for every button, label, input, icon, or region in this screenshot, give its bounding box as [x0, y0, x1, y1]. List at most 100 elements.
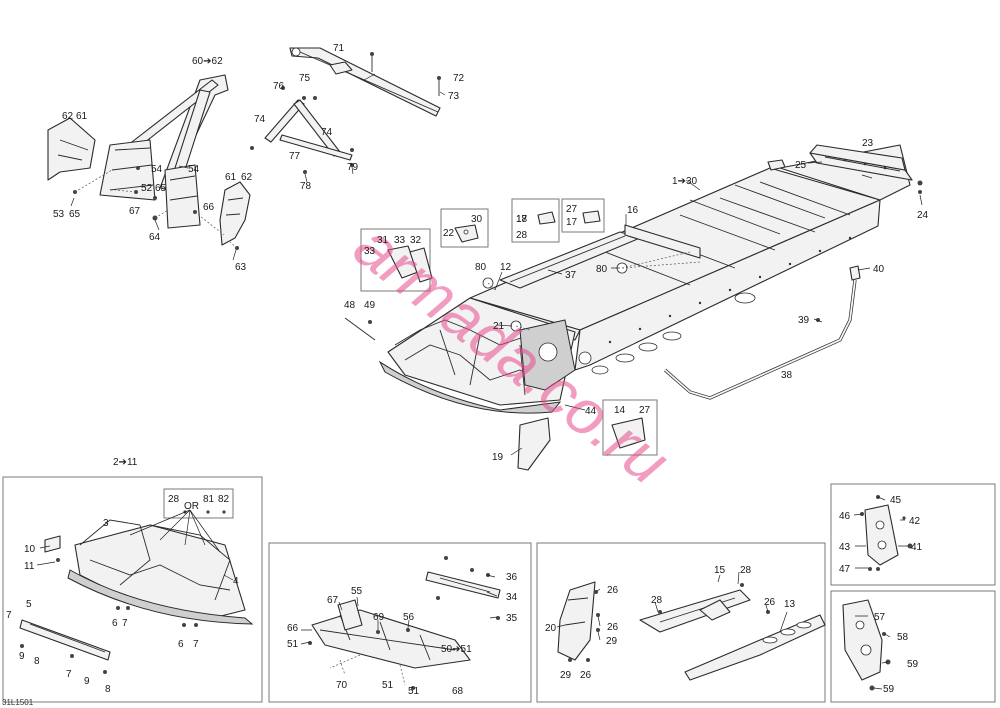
- bracket-top-detail: [860, 495, 913, 571]
- rod-and-cable: [344, 265, 861, 400]
- callout-1-30: 1➔30: [672, 176, 698, 187]
- callout-9b: 9: [84, 676, 90, 687]
- callout-46: 46: [839, 511, 851, 522]
- callout-7d: 7: [66, 669, 72, 680]
- callout-29a: 29: [606, 636, 618, 647]
- callout-21: 21: [493, 321, 505, 332]
- callout-54a: 54: [151, 164, 163, 175]
- callout-11: 11: [24, 561, 35, 572]
- callout-47: 47: [839, 564, 851, 575]
- inset-box-14-27: [602, 399, 658, 456]
- callout-53: 53: [53, 209, 65, 220]
- detail-box-bracket-bottom: [830, 590, 996, 703]
- callout-27b: 27: [639, 405, 651, 416]
- callout-78: 78: [300, 181, 312, 192]
- small-brackets: [387, 210, 646, 471]
- callout-66b: 66: [287, 623, 299, 634]
- callout-51c: 51: [408, 686, 420, 697]
- callout-44: 44: [585, 406, 597, 417]
- callout-33a: 33: [364, 246, 376, 257]
- callout-60-62: 60➔62: [192, 56, 223, 67]
- detail-box-steering-support: [268, 542, 532, 703]
- callout-48: 48: [344, 300, 356, 311]
- callout-31: 31: [377, 235, 389, 246]
- callout-30: 30: [471, 214, 483, 225]
- callout-67a: 67: [129, 206, 141, 217]
- callout-56: 56: [403, 612, 415, 623]
- callout-67b: 67: [327, 595, 339, 606]
- callout-28b: 28: [168, 494, 180, 505]
- callout-8a: 8: [34, 656, 40, 667]
- callout-13: 13: [784, 599, 796, 610]
- callout-76: 76: [273, 81, 285, 92]
- callout-or: OR: [184, 501, 199, 512]
- callout-28a: 28: [516, 230, 528, 241]
- inset-box-17-28: [511, 198, 560, 243]
- callout-69: 69: [373, 612, 385, 623]
- steering-linkage: [250, 47, 441, 174]
- callout-39: 39: [798, 315, 810, 326]
- callout-labels: 1➔30 2➔11 60➔62 50➔51 OR 3 4 5 6 6 7 7 7…: [6, 43, 929, 697]
- callout-81: 81: [203, 494, 215, 505]
- callout-15: 15: [714, 565, 726, 576]
- inset-box-28-81-82: [163, 488, 234, 519]
- callout-72: 72: [453, 73, 465, 84]
- callout-71: 71: [333, 43, 345, 54]
- leader-lines: [36, 73, 923, 690]
- callout-18-label: 18: [516, 214, 528, 225]
- callout-55: 55: [351, 586, 363, 597]
- steering-support-detail: [308, 556, 501, 690]
- callout-2-11: 2➔11: [113, 457, 138, 468]
- callout-52: 52: [141, 183, 153, 194]
- callout-35: 35: [506, 613, 518, 624]
- callout-34: 34: [506, 592, 518, 603]
- callout-82: 82: [218, 494, 230, 505]
- callout-62a: 62: [62, 111, 74, 122]
- callout-26c: 26: [580, 670, 592, 681]
- callout-43: 43: [839, 542, 851, 553]
- callout-51a: 51: [287, 639, 299, 650]
- callout-9a: 9: [19, 651, 25, 662]
- callout-74b: 74: [321, 127, 333, 138]
- callout-20: 20: [545, 623, 557, 634]
- callout-6b: 6: [178, 639, 184, 650]
- callout-51b: 51: [382, 680, 394, 691]
- callout-6a: 6: [112, 618, 118, 629]
- callout-42: 42: [909, 516, 921, 527]
- callout-27a: 27: [566, 204, 578, 215]
- callout-10: 10: [24, 544, 36, 555]
- callout-80b: 80: [596, 264, 608, 275]
- callout-61b: 61: [225, 172, 237, 183]
- callout-74a: 74: [254, 114, 266, 125]
- callout-24: 24: [917, 210, 929, 221]
- callout-25: 25: [795, 160, 807, 171]
- document-id: 31L1501: [2, 698, 34, 707]
- callout-73: 73: [448, 91, 460, 102]
- inset-box-22-30: [440, 208, 489, 248]
- detail-box-front-frame: [2, 476, 263, 703]
- callout-61a: 61: [76, 111, 88, 122]
- callout-41: 41: [911, 542, 923, 553]
- callout-49: 49: [364, 300, 376, 311]
- callout-65b: 65: [155, 183, 167, 194]
- detail-box-rear-reinforcement: [536, 542, 826, 703]
- callout-7b: 7: [193, 639, 199, 650]
- callout-59b: 59: [883, 684, 895, 695]
- callout-22: 22: [443, 228, 455, 239]
- callout-28d: 28: [740, 565, 752, 576]
- callout-80a: 80: [475, 262, 487, 273]
- inset-box-17-27: [561, 198, 605, 233]
- callout-8b: 8: [105, 684, 111, 695]
- callout-7c: 7: [6, 610, 12, 621]
- callout-16: 16: [627, 205, 639, 216]
- callout-29b: 29: [560, 670, 572, 681]
- callout-62b: 62: [241, 172, 253, 183]
- callout-3: 3: [103, 518, 109, 529]
- callout-75: 75: [299, 73, 311, 84]
- callout-5: 5: [26, 599, 32, 610]
- callout-59a: 59: [907, 659, 919, 670]
- callout-28c: 28: [651, 595, 663, 606]
- callout-4: 4: [233, 576, 239, 587]
- callout-17b: 17: [566, 217, 578, 228]
- callout-66a: 66: [203, 202, 215, 213]
